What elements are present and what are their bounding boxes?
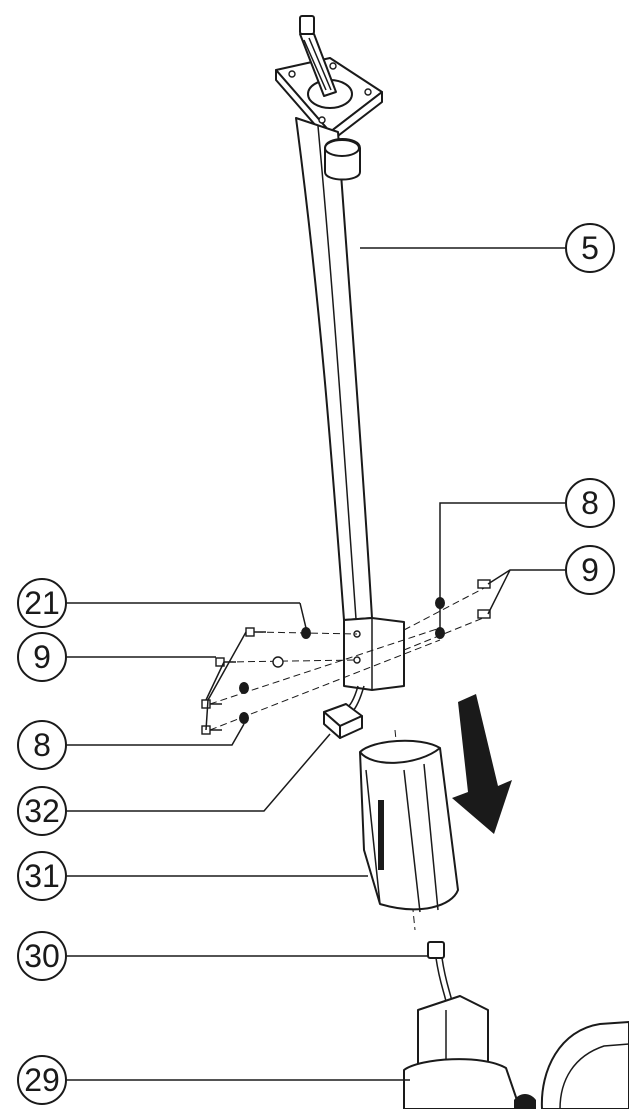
callout-label: 5 xyxy=(581,230,599,266)
washer-icon xyxy=(239,627,311,724)
upright-post xyxy=(275,15,405,739)
callout-label: 8 xyxy=(33,727,51,763)
arrow-down-icon xyxy=(452,694,512,834)
bolt-icon xyxy=(201,627,266,735)
callout-31: 31 xyxy=(17,851,67,901)
callout-30: 30 xyxy=(17,931,67,981)
callout-5: 5 xyxy=(565,223,615,273)
callout-label: 21 xyxy=(24,585,60,621)
callout-label: 30 xyxy=(24,938,60,974)
callout-label: 29 xyxy=(24,1062,60,1098)
callout-label: 32 xyxy=(24,793,60,829)
callout-29: 29 xyxy=(17,1055,67,1105)
callout-9-right: 9 xyxy=(565,545,615,595)
cover-shroud xyxy=(359,739,459,913)
callout-label: 31 xyxy=(24,858,60,894)
callout-8-left: 8 xyxy=(17,720,67,770)
callout-9-left: 9 xyxy=(17,632,67,682)
callout-8-right: 8 xyxy=(565,478,615,528)
callout-32: 32 xyxy=(17,786,67,836)
callout-label: 9 xyxy=(581,552,599,588)
callout-21: 21 xyxy=(17,578,67,628)
callout-label: 8 xyxy=(581,485,599,521)
base-frame xyxy=(403,941,629,1109)
leader-lines xyxy=(54,247,566,1081)
callout-label: 9 xyxy=(33,639,51,675)
